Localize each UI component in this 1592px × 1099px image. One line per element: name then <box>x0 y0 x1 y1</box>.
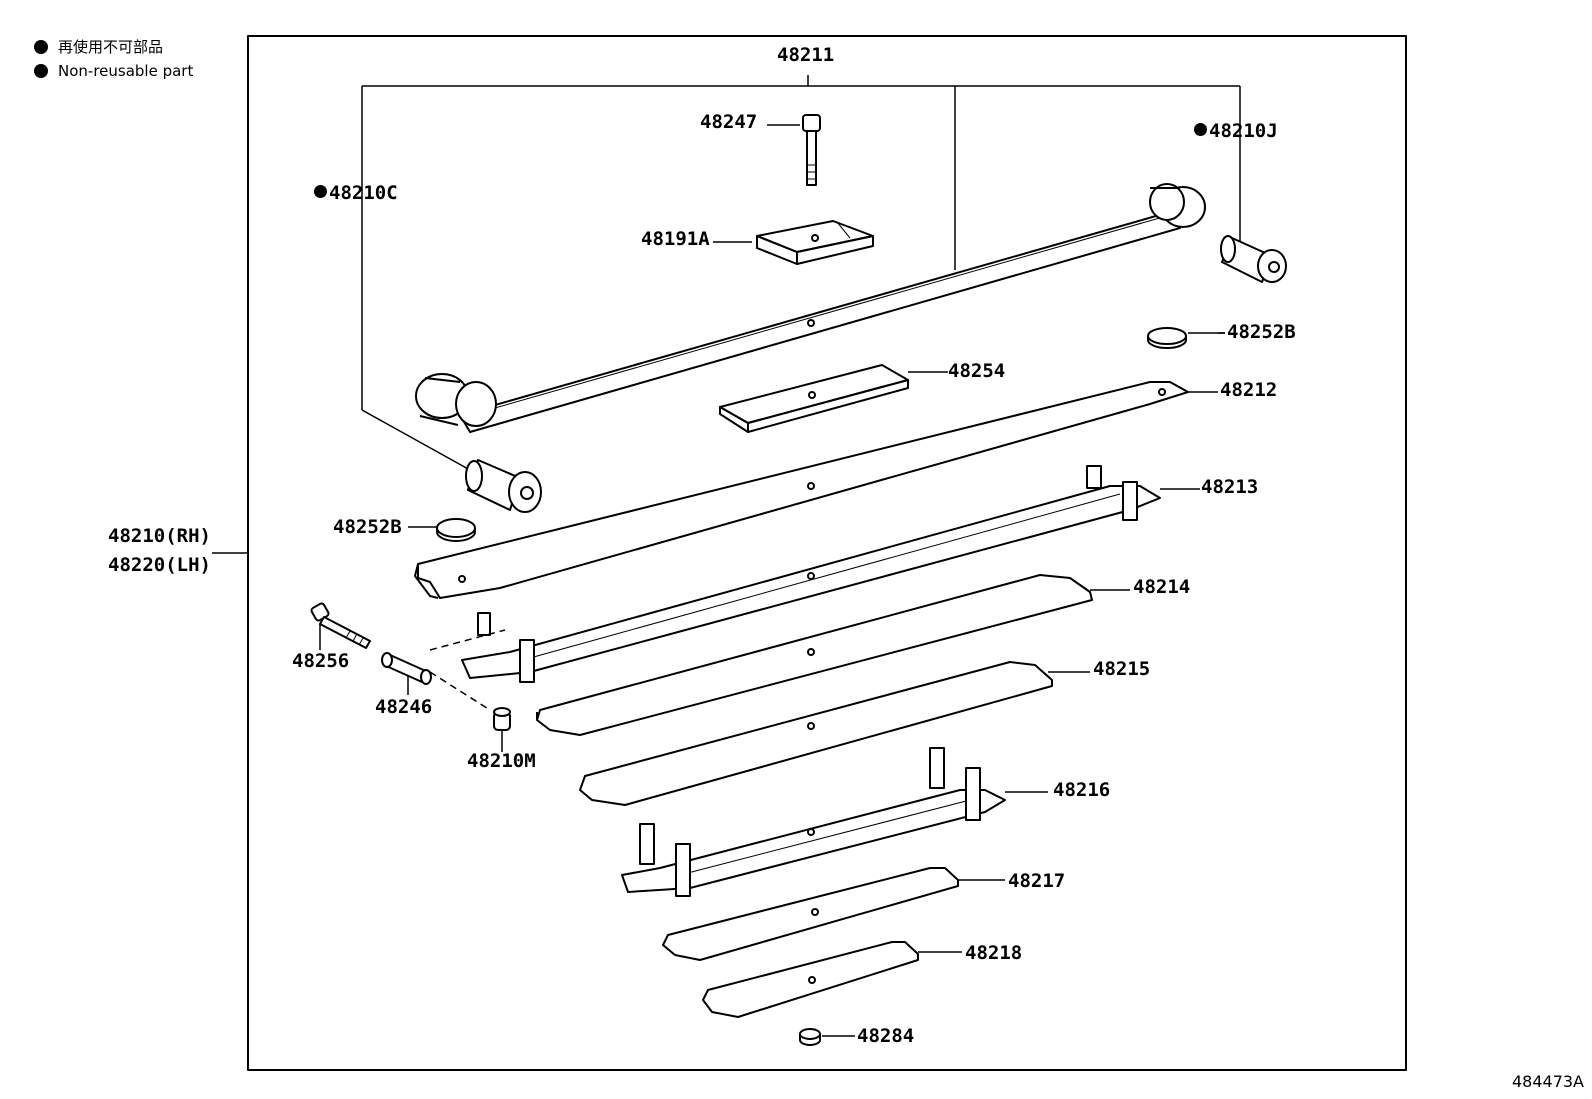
label-48213: 48213 <box>1201 476 1259 498</box>
label-assembly-rh: 48210(RH) <box>108 525 211 547</box>
pin-48246 <box>381 652 432 695</box>
non-reusable-dot-icon <box>34 64 48 78</box>
spacer-48254 <box>719 364 948 433</box>
label-48210M: 48210M <box>467 750 536 772</box>
disc-48252B-left <box>408 518 476 542</box>
bracket-48211 <box>361 75 1241 471</box>
leaf-48218 <box>702 941 962 1018</box>
label-48210C-text: 48210C <box>329 182 398 204</box>
label-48252B-left: 48252B <box>333 516 402 538</box>
leaf-48212 <box>414 381 1218 599</box>
diagram-code: 484473A <box>1511 1072 1584 1091</box>
label-48211: 48211 <box>777 44 835 66</box>
label-48191A: 48191A <box>641 228 710 250</box>
legend-text-jp: 再使用不可部品 <box>58 38 164 56</box>
non-reusable-dot-icon <box>34 39 48 54</box>
label-48210C: 48210C <box>314 184 398 203</box>
leaf-48213 <box>461 465 1200 683</box>
label-48254: 48254 <box>948 360 1006 382</box>
label-48214: 48214 <box>1133 576 1191 598</box>
non-reusable-dot-icon <box>314 185 327 198</box>
label-48246: 48246 <box>375 696 433 718</box>
legend-text-en: Non-reusable part <box>58 62 194 80</box>
disc-48252B-top <box>1147 327 1225 349</box>
bushing-48210C <box>465 459 542 513</box>
label-48247: 48247 <box>700 111 758 133</box>
pin-dashed-lines <box>429 629 506 711</box>
bolt-48247 <box>767 114 821 186</box>
pad-48191A <box>713 220 874 265</box>
bolt-48256 <box>310 602 371 650</box>
leaf-48216 <box>621 747 1048 897</box>
label-assembly-lh: 48220(LH) <box>108 554 211 576</box>
leaf-48215 <box>579 661 1090 806</box>
leaf-48217 <box>662 867 1005 961</box>
label-48210J: 48210J <box>1194 122 1278 141</box>
label-48215: 48215 <box>1093 658 1151 680</box>
legend-item-en: Non-reusable part <box>34 62 193 80</box>
bushing-48210J <box>1220 235 1287 283</box>
label-48256: 48256 <box>292 650 350 672</box>
label-48217: 48217 <box>1008 870 1066 892</box>
leaf-48214 <box>536 574 1130 736</box>
label-48216: 48216 <box>1053 779 1111 801</box>
main-leaf-48210 <box>415 183 1206 433</box>
label-48218: 48218 <box>965 942 1023 964</box>
label-48252B-top: 48252B <box>1227 321 1296 343</box>
label-48210J-text: 48210J <box>1209 120 1278 142</box>
non-reusable-dot-icon <box>1194 123 1207 136</box>
label-48212: 48212 <box>1220 379 1278 401</box>
bushing-48210M <box>493 707 511 752</box>
nut-48284 <box>799 1028 855 1046</box>
label-48284: 48284 <box>857 1025 915 1047</box>
legend-item-jp: 再使用不可部品 <box>34 36 163 57</box>
